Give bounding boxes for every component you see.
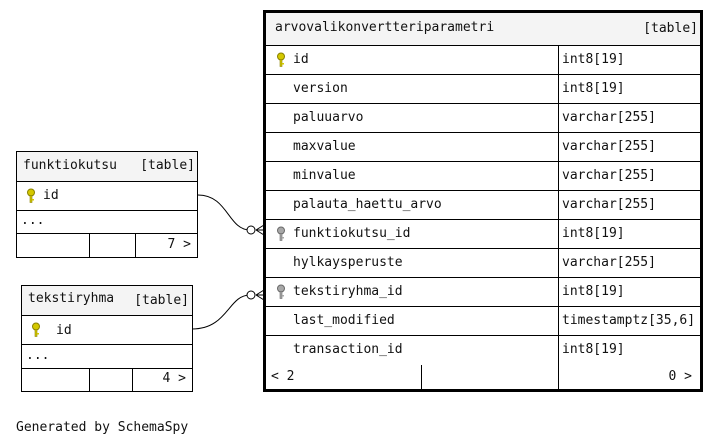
column-row: id xyxy=(17,182,197,211)
column-type: varchar[255] xyxy=(562,168,656,183)
column-name: funktiokutsu_id xyxy=(293,226,411,241)
foreign-key-icon xyxy=(275,226,287,246)
table-tekstiryhma[interactable]: tekstiryhma [table] id ... 4 > xyxy=(21,285,193,392)
column-name: tekstiryhma_id xyxy=(293,284,403,299)
column-name: paluuarvo xyxy=(293,110,364,125)
column-name: version xyxy=(293,81,348,96)
children-count-link[interactable]: 4 > xyxy=(162,371,186,386)
funktiokutsu-relationship-optional-marker xyxy=(246,225,256,235)
table-name: arvovalikonvertteriparametri xyxy=(275,20,495,35)
generated-by-note: Generated by SchemaSpy xyxy=(16,420,189,435)
table-type-tag: [table] xyxy=(134,293,189,308)
table-funktiokutsu[interactable]: funktiokutsu [table] id ... 7 > xyxy=(16,151,198,258)
more-columns-row: ... xyxy=(22,345,192,369)
column-list: id int8[19] version int8[19] paluuarvo varcha… xyxy=(266,46,700,365)
more-columns-ellipsis: ... xyxy=(21,213,45,228)
parents-count-link[interactable]: < 2 xyxy=(271,369,295,384)
column-type: varchar[255] xyxy=(562,255,656,270)
column-name: id xyxy=(43,188,59,203)
column-type: int8[19] xyxy=(562,52,625,67)
column-name: id xyxy=(293,52,309,67)
table-footer: 7 > xyxy=(17,234,197,257)
column-name: palauta_haettu_arvo xyxy=(293,197,442,212)
column-row: id xyxy=(22,316,192,345)
column-row: last_modified timestamptz[35,6] xyxy=(266,307,700,336)
more-columns-ellipsis: ... xyxy=(26,348,50,363)
table-name: funktiokutsu xyxy=(23,158,117,173)
table-footer: 4 > xyxy=(22,369,192,391)
column-type: int8[19] xyxy=(562,81,625,96)
primary-key-icon xyxy=(25,188,37,208)
table-header: arvovalikonvertteriparametri [table] xyxy=(266,13,700,46)
column-type: varchar[255] xyxy=(562,110,656,125)
foreign-key-icon xyxy=(275,284,287,304)
children-count-link[interactable]: 7 > xyxy=(167,237,191,252)
column-name: maxvalue xyxy=(293,139,356,154)
column-row: hylkaysperuste varchar[255] xyxy=(266,249,700,278)
table-type-tag: [table] xyxy=(140,158,195,173)
column-row: id int8[19] xyxy=(266,46,700,75)
column-name: last_modified xyxy=(293,313,395,328)
children-count-link[interactable]: 0 > xyxy=(668,369,692,384)
funktiokutsu-relationship-line xyxy=(197,194,251,231)
table-header: funktiokutsu [table] xyxy=(17,152,197,182)
table-header: tekstiryhma [table] xyxy=(22,286,192,316)
column-type: varchar[255] xyxy=(562,139,656,154)
column-row: minvalue varchar[255] xyxy=(266,162,700,191)
column-name: transaction_id xyxy=(293,342,403,357)
column-row: version int8[19] xyxy=(266,75,700,104)
table-type-tag: [table] xyxy=(643,21,698,36)
column-row: transaction_id int8[19] xyxy=(266,336,700,365)
more-columns-row: ... xyxy=(17,211,197,234)
primary-key-icon xyxy=(30,322,42,342)
column-name: id xyxy=(56,323,72,338)
column-row: palauta_haettu_arvo varchar[255] xyxy=(266,191,700,220)
column-row: paluuarvo varchar[255] xyxy=(266,104,700,133)
column-row: funktiokutsu_id int8[19] xyxy=(266,220,700,249)
column-row: tekstiryhma_id int8[19] xyxy=(266,278,700,307)
column-name: hylkaysperuste xyxy=(293,255,403,270)
column-type: int8[19] xyxy=(562,284,625,299)
column-name: minvalue xyxy=(293,168,356,183)
table-name: tekstiryhma xyxy=(28,291,115,306)
funktiokutsu-relationship-crowfoot xyxy=(255,224,265,236)
column-type: int8[19] xyxy=(562,226,625,241)
tekstiryhma-relationship-optional-marker xyxy=(246,290,256,300)
column-type: timestamptz[35,6] xyxy=(562,313,696,328)
tekstiryhma-relationship-crowfoot xyxy=(255,289,265,301)
table-footer: < 2 0 > xyxy=(266,365,700,391)
column-type: varchar[255] xyxy=(562,197,656,212)
column-row: maxvalue varchar[255] xyxy=(266,133,700,162)
tekstiryhma-relationship-line xyxy=(191,294,251,330)
column-type: int8[19] xyxy=(562,342,625,357)
primary-key-icon xyxy=(275,52,287,72)
